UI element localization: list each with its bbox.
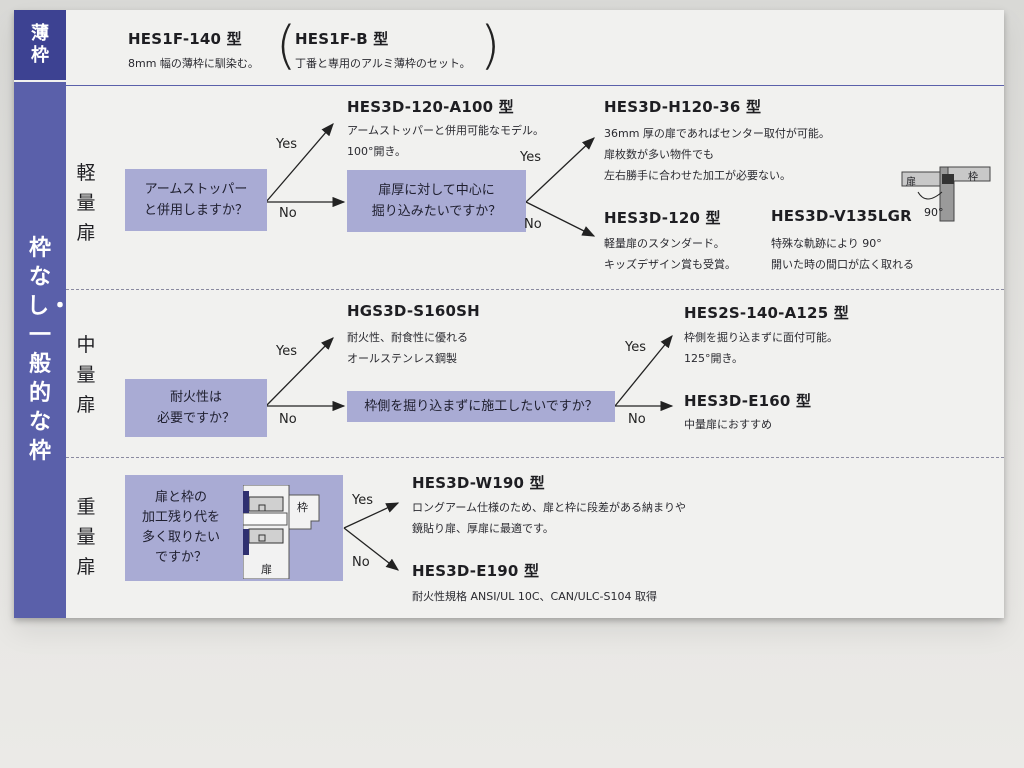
model-hes3d-120-a100: HES3D-120-A100 型 <box>347 96 514 117</box>
model-hes3d-e190: HES3D-E190 型 <box>412 560 539 581</box>
model-hgs3d-s160sh: HGS3D-S160SH <box>347 302 480 320</box>
label-no: No <box>279 206 297 221</box>
illus-angle-label: 90° <box>924 206 944 219</box>
illus-frame-label: 枠 <box>297 499 308 515</box>
model-hes3d-w190: HES3D-W190 型 <box>412 472 545 493</box>
question-machining-allowance-text: 扉と枠の 加工残り代を 多く取りたい ですか？ <box>142 488 220 568</box>
illus-door-label: 扉 <box>906 173 916 188</box>
question-machining-allowance: 扉と枠の 加工残り代を 多く取りたい ですか？ 枠 扉 <box>125 475 343 581</box>
product-flowchart-board: 薄枠 枠なし・一般的な枠 軽量扉 中量扉 重量扉 HES1F-140 型 8mm… <box>14 10 1004 618</box>
question-fire-resistance-text: 耐火性は 必要ですか？ <box>157 387 235 429</box>
model-hes3d-e160: HES3D-E160 型 <box>684 390 811 411</box>
question-center-mortise-text: 扉厚に対して中心に 掘り込みたいですか？ <box>372 180 502 222</box>
desc-hes3d-e160: 中量扉におすすめ <box>684 414 772 435</box>
label-no: No <box>524 217 542 232</box>
label-no: No <box>279 412 297 427</box>
desc-hes2s-140-a125: 枠側を掘り込まずに面付可能。 125°開き。 <box>684 327 838 369</box>
desc-hes3d-h120-36: 36mm 厚の扉であればセンター取付が可能。 扉枚数が多い物件でも 左右勝手に合… <box>604 123 830 186</box>
desc-hgs3d-s160sh: 耐火性、耐食性に優れる オールステンレス鋼製 <box>347 327 468 369</box>
label-yes: Yes <box>352 493 373 508</box>
illus-frame-label: 枠 <box>968 168 978 183</box>
desc-hes3d-w190: ロングアーム仕様のため、扉と枠に段差がある納まりや 鏡貼り扉、厚扉に最適です。 <box>412 497 686 539</box>
question-no-frame-mortise: 枠側を掘り込まずに施工したいですか？ <box>347 391 615 422</box>
desc-hes3d-v135lgr: 特殊な軌跡により 90° 開いた時の間口が広く取れる <box>771 233 914 275</box>
question-arm-stopper: アームストッパー と併用しますか？ <box>125 169 267 231</box>
label-yes: Yes <box>276 137 297 152</box>
question-center-mortise: 扉厚に対して中心に 掘り込みたいですか？ <box>347 170 526 232</box>
desc-hes3d-120: 軽量扉のスタンダード。 キッズデザイン賞も受賞。 <box>604 233 736 275</box>
label-yes: Yes <box>276 344 297 359</box>
question-no-frame-mortise-text: 枠側を掘り込まずに施工したいですか？ <box>364 396 598 417</box>
model-hes3d-v135lgr: HES3D-V135LGR <box>771 207 912 225</box>
label-no: No <box>352 555 370 570</box>
label-yes: Yes <box>625 340 646 355</box>
illus-door-label: 扉 <box>261 561 272 577</box>
desc-hes3d-e190: 耐火性規格 ANSI/UL 10C、CAN/ULC-S104 取得 <box>412 586 657 607</box>
hinge-illustration-heavy: 枠 扉 <box>243 485 339 579</box>
model-hes3d-120: HES3D-120 型 <box>604 207 721 228</box>
model-hes2s-140-a125: HES2S-140-A125 型 <box>684 302 849 323</box>
desc-hes3d-120-a100: アームストッパーと併用可能なモデル。 100°開き。 <box>347 120 544 162</box>
hinge-illustration-light: 扉 枠 90° <box>900 162 1000 224</box>
model-hes3d-h120-36: HES3D-H120-36 型 <box>604 96 761 117</box>
question-fire-resistance: 耐火性は 必要ですか？ <box>125 379 267 437</box>
question-arm-stopper-text: アームストッパー と併用しますか？ <box>144 179 248 221</box>
label-no: No <box>628 412 646 427</box>
